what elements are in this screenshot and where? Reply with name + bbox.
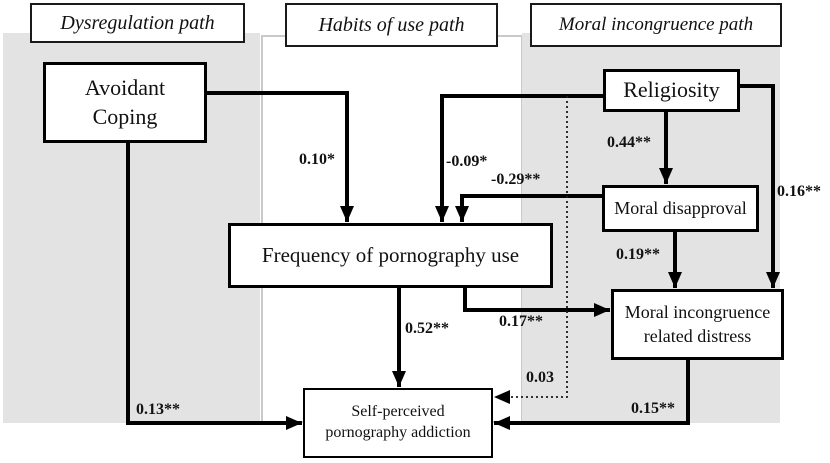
node-religiosity: Religiosity <box>603 69 740 112</box>
node-label-line: Self-perceived <box>351 403 445 421</box>
node-label-line: Coping <box>92 103 158 129</box>
coef-avoidant-to-frequency: 0.10* <box>299 151 335 168</box>
header-label: Moral incongruence path <box>558 14 754 35</box>
node-label-line: Moral disapproval <box>614 197 747 218</box>
coef-frequency-to-distress: 0.17** <box>499 313 543 330</box>
header-label: Dysregulation path <box>60 11 215 34</box>
node-moral-disapproval: Moral disapproval <box>602 185 759 232</box>
header-dysregulation-path: Dysregulation path <box>30 3 245 43</box>
node-frequency-of-pornography-use: Frequency of pornography use <box>228 223 553 288</box>
coef-religiosity-to-addiction: 0.03 <box>526 369 554 386</box>
coef-avoidant-to-addiction: 0.13** <box>136 401 180 418</box>
coef-disapproval-to-frequency: -0.29** <box>491 171 541 188</box>
node-label-line: pornography addiction <box>325 424 471 441</box>
node-label-line: Frequency of pornography use <box>261 242 520 267</box>
node-label-line: Avoidant <box>84 74 166 100</box>
coef-religiosity-to-frequency: -0.09* <box>446 153 488 170</box>
coef-distress-to-addiction: 0.15** <box>631 400 675 417</box>
header-habits-of-use-path: Habits of use path <box>285 3 498 47</box>
coef-frequency-to-addiction: 0.52** <box>405 320 449 337</box>
coef-religiosity-to-distress: 0.16** <box>777 183 821 200</box>
node-self-perceived-pornography-addiction: Self-perceived pornography addiction <box>303 388 493 458</box>
node-label-line: Religiosity <box>623 77 720 103</box>
header-moral-incongruence-path: Moral incongruence path <box>530 3 782 47</box>
coef-religiosity-to-disapproval: 0.44** <box>607 134 651 151</box>
node-avoidant-coping: Avoidant Coping <box>43 62 207 143</box>
header-label: Habits of use path <box>318 13 465 36</box>
node-label-line: Moral incongruence <box>624 302 771 323</box>
node-moral-incongruence-related-distress: Moral incongruence related distress <box>611 289 784 360</box>
node-label-line: related distress <box>643 325 752 346</box>
coef-disapproval-to-distress: 0.19** <box>616 246 660 263</box>
